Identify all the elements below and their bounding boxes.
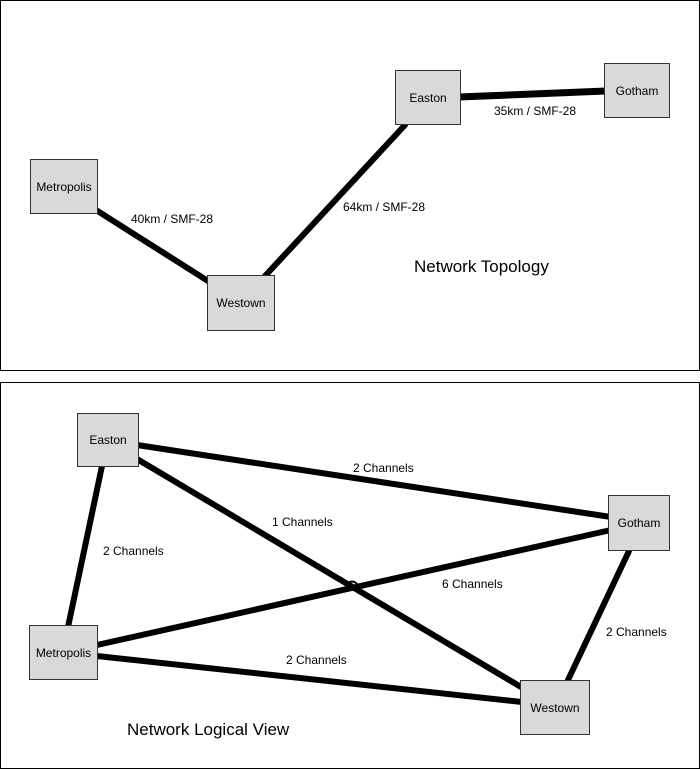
link-easton-metropolis[interactable] — [65, 463, 105, 630]
link-metropolis-gotham[interactable] — [94, 527, 614, 648]
panel-title: Network Logical View — [127, 720, 290, 739]
link-label-easton-westown: 1 Channels — [272, 515, 333, 529]
node-westown[interactable]: Westown — [207, 275, 275, 331]
topology-links — [93, 87, 610, 284]
link-label-metropolis-westown: 2 Channels — [286, 653, 347, 667]
link-label-metropolis-gotham: 6 Channels — [442, 577, 503, 591]
link-easton-gotham[interactable] — [455, 87, 610, 101]
node-label: Metropolis — [35, 645, 92, 660]
link-metropolis-westown[interactable] — [94, 653, 525, 705]
node-metropolis[interactable]: Metropolis — [30, 159, 98, 214]
node-label: Westown — [216, 296, 266, 310]
node-label: Easton — [409, 90, 447, 105]
link-easton-gotham[interactable] — [134, 442, 614, 520]
panel-title: Network Topology — [414, 257, 549, 276]
node-metropolis[interactable]: Metropolis — [29, 625, 98, 680]
link-label-easton-gotham: 35km / SMF-28 — [494, 104, 577, 118]
node-label: Westown — [530, 700, 580, 715]
link-easton-westown[interactable] — [134, 456, 524, 690]
link-gotham-westown[interactable] — [565, 548, 632, 683]
link-label-gotham-westown: 2 Channels — [606, 625, 667, 639]
link-label-westown-easton: 64km / SMF-28 — [343, 200, 426, 214]
node-gotham[interactable]: Gotham — [608, 495, 670, 551]
node-label: Gotham — [615, 83, 659, 98]
link-label-easton-metropolis: 2 Channels — [103, 544, 164, 558]
network-logical-view-panel: Easton Gotham Metropolis Westown 2 Chann… — [0, 382, 700, 769]
node-label: Metropolis — [36, 179, 92, 194]
link-label-metropolis-westown: 40km / SMF-28 — [131, 212, 214, 226]
node-easton[interactable]: Easton — [395, 70, 461, 125]
node-label: Gotham — [617, 516, 661, 530]
node-easton[interactable]: Easton — [77, 413, 139, 467]
node-gotham[interactable]: Gotham — [604, 63, 670, 118]
network-topology-panel: Metropolis Westown Easton Gotham 40km / … — [0, 0, 700, 371]
link-metropolis-westown[interactable] — [93, 207, 211, 284]
link-westown-easton[interactable] — [262, 122, 408, 279]
node-westown[interactable]: Westown — [520, 680, 590, 735]
node-label: Easton — [89, 433, 127, 447]
link-label-easton-gotham: 2 Channels — [353, 461, 414, 475]
